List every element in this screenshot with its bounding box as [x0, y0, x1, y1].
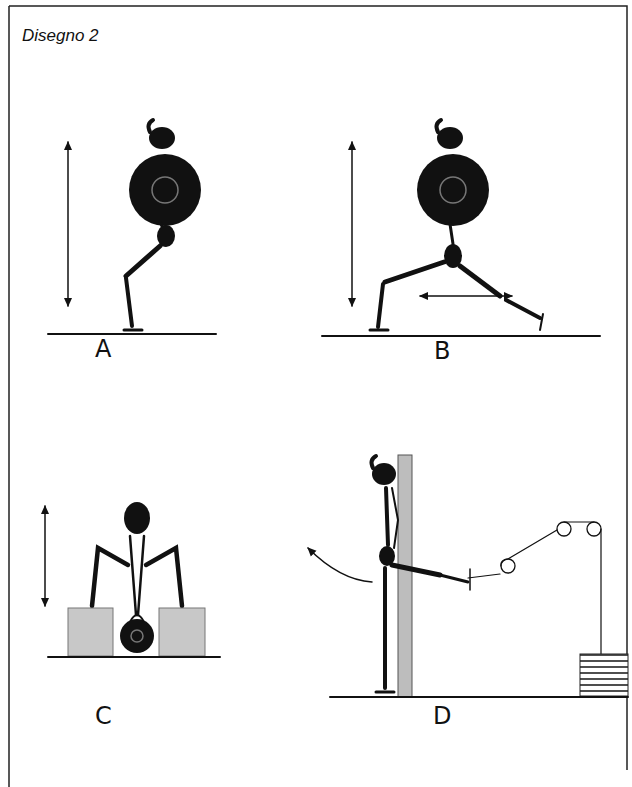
sumo-squat-figure	[45, 502, 220, 657]
squat-figure	[48, 120, 216, 334]
panel-letter: B	[434, 337, 450, 365]
panel-letter: C	[95, 702, 112, 730]
lunge-figure	[322, 120, 600, 336]
panel-letter: A	[95, 335, 111, 363]
panel-letter: D	[433, 702, 451, 730]
figure-title: Disegno 2	[22, 26, 99, 46]
cable-abduction-figure	[308, 455, 628, 697]
frame	[9, 6, 627, 787]
